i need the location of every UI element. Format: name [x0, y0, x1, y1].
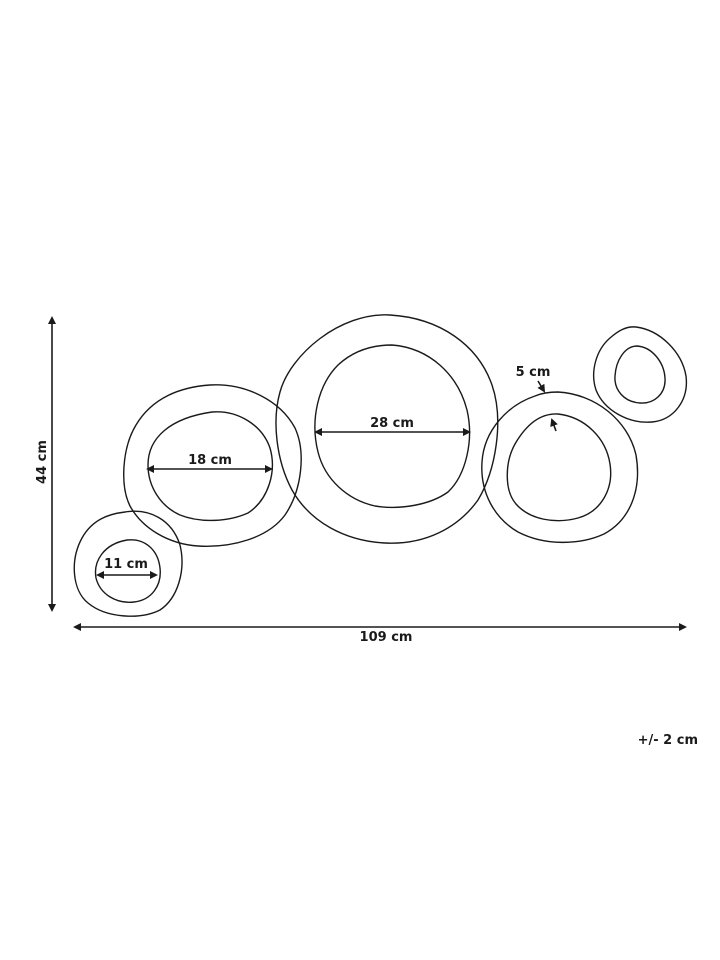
left-mirror-inner: [147, 411, 274, 522]
right-mirror: [481, 391, 639, 544]
left-mirror-outer: [123, 384, 302, 547]
center-mirror-label: 28 cm: [370, 416, 414, 431]
center-mirror-inner: [314, 344, 471, 509]
frame-width-arrow-inner: [550, 418, 558, 432]
right-mirror-inner: [506, 413, 612, 522]
small-mirror-inner: [94, 539, 161, 603]
height-label: 44 cm: [35, 440, 50, 484]
center-mirror-outer: [275, 314, 499, 544]
small-mirror-outer: [73, 510, 183, 617]
left-mirror: [123, 384, 302, 547]
top-right-mirror-outer: [592, 326, 688, 423]
right-mirror-outer: [481, 391, 639, 544]
width-label: 109 cm: [360, 630, 413, 645]
frame-width-arrow-outer: [537, 380, 546, 393]
frame-width-label: 5 cm: [516, 365, 551, 380]
top-right-mirror: [592, 326, 688, 423]
tolerance-label: +/- 2 cm: [638, 733, 698, 748]
top-right-mirror-inner: [614, 345, 666, 404]
small-mirror: [73, 510, 183, 617]
small-mirror-label: 11 cm: [104, 557, 148, 572]
center-mirror: [275, 314, 499, 544]
left-mirror-label: 18 cm: [188, 453, 232, 468]
